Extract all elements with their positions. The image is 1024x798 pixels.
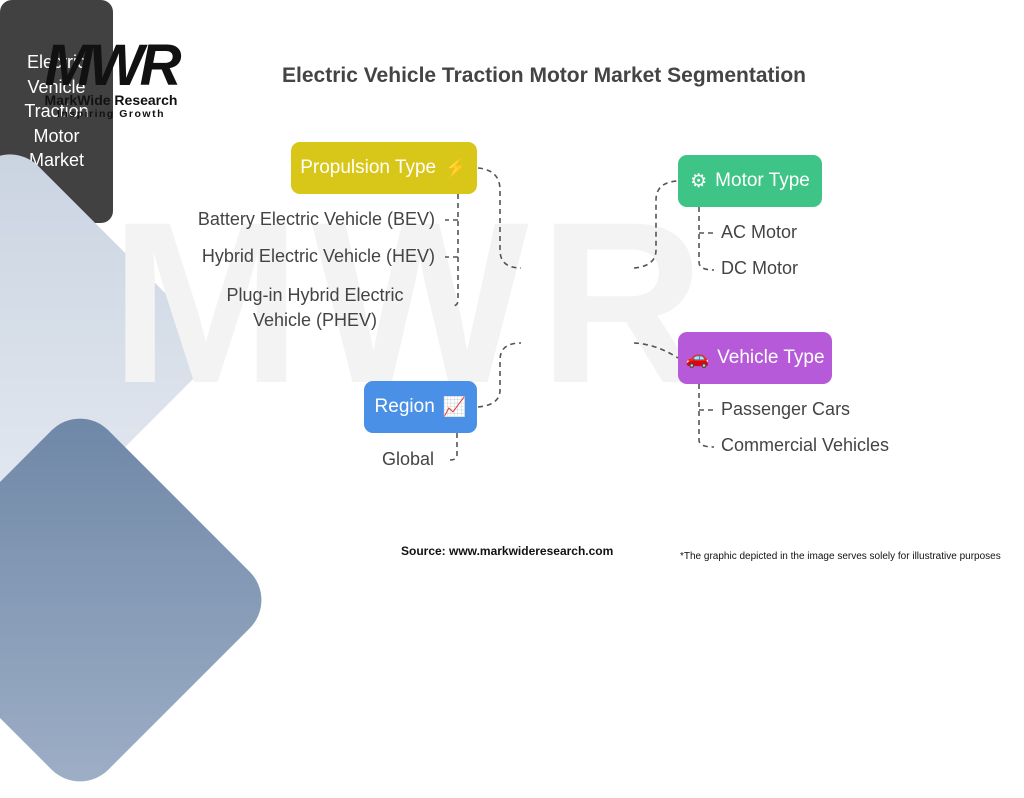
phone-car-icon: 🚗 [685,348,710,369]
chart-question-icon: 📈 [442,397,467,418]
logo-mark: MWR [44,33,182,98]
source-text: Source: www.markwideresearch.com [401,544,614,558]
list-item: Battery Electric Vehicle (BEV) [197,209,435,229]
motor-icon: ⚙ [690,170,708,192]
list-item: AC Motor [721,222,798,242]
logo-tagline: Inspiring Growth [57,108,165,120]
list-item: Commercial Vehicles [721,435,890,455]
segment-vehicle-type: 🚗 Vehicle Type [678,332,832,384]
connectors [445,167,715,461]
segment-region: Region 📈 [364,381,477,433]
list-item: Global [381,449,434,469]
list-item: DC Motor [721,258,799,278]
segment-label: Motor Type [715,170,810,191]
list-item: Hybrid Electric Vehicle (HEV) [201,246,435,266]
logo-name: MarkWide Research [44,92,178,108]
segment-label: Region [374,396,435,417]
segment-label: Propulsion Type [300,157,437,178]
disclaimer-text: *The graphic depicted in the image serve… [680,551,1001,562]
list-item: Plug-in Hybrid Electric Vehicle (PHEV) [226,285,404,330]
page-title: Electric Vehicle Traction Motor Market S… [282,64,806,87]
segment-label: Vehicle Type [717,347,825,368]
segment-motor-type: ⚙ Motor Type [678,155,822,207]
scooter-bolt-icon: ⚡ [444,158,468,179]
segment-propulsion-type: Propulsion Type ⚡ [291,142,477,194]
list-item: Passenger Cars [721,399,851,419]
logo: MWR MarkWide Research Inspiring Growth [36,33,186,121]
